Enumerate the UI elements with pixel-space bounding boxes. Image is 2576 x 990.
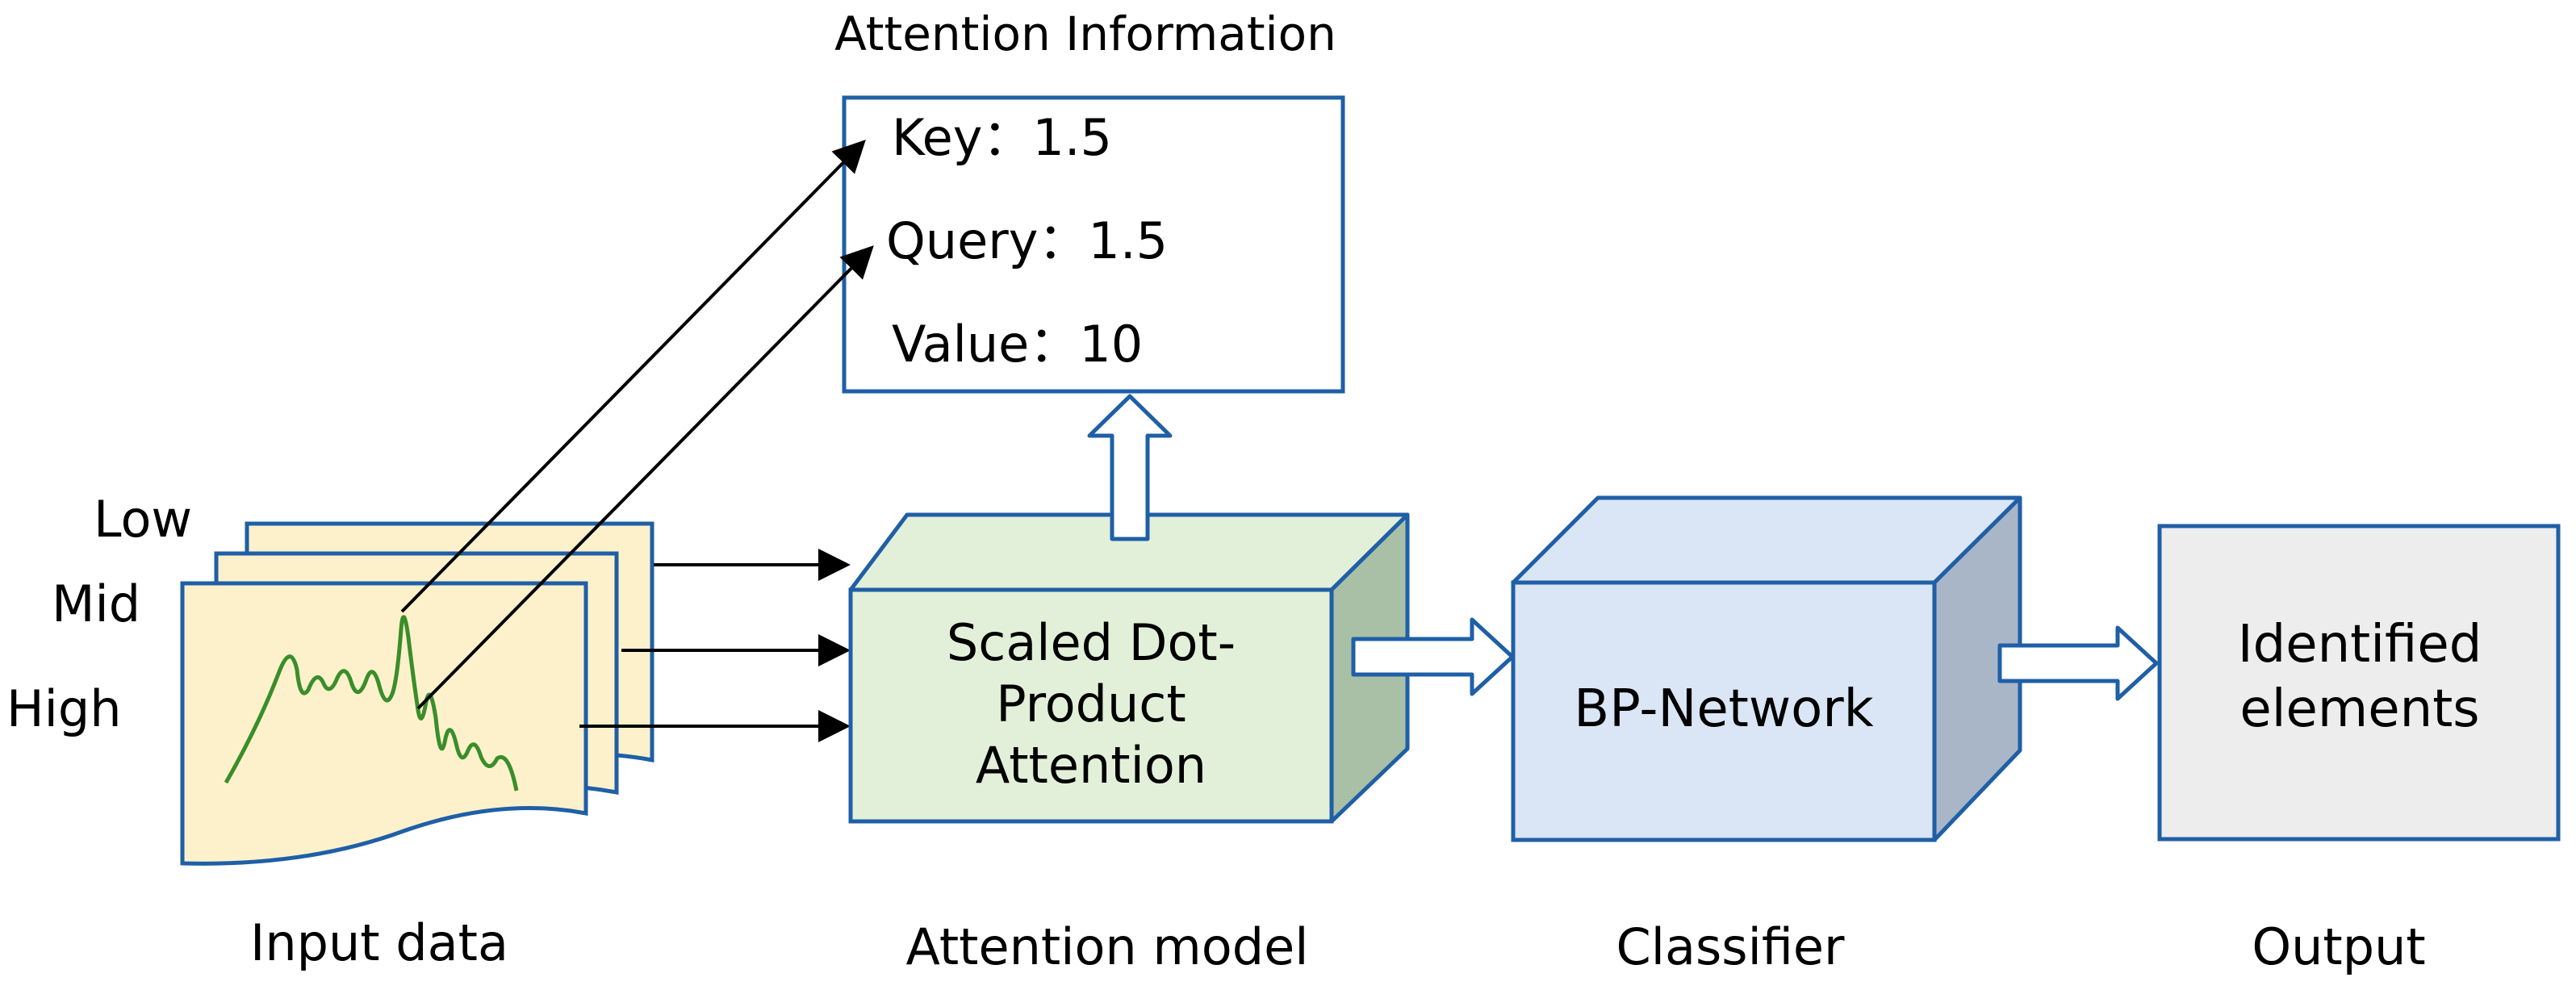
- attention-model-line-1: Scaled Dot-: [947, 613, 1236, 672]
- output-box: [2157, 524, 2561, 842]
- attention-model-line-3: Attention: [976, 736, 1206, 795]
- output-caption: Output: [2252, 917, 2425, 976]
- arrow-signal-to-query: [416, 245, 874, 710]
- classifier-block: [1511, 495, 2022, 842]
- input-signal-waveform: [224, 615, 519, 792]
- key-text: Key：1.5: [892, 108, 1112, 167]
- input-sheet-high: [180, 581, 588, 866]
- block-arrow-attention-to-classifier: [1351, 617, 1515, 696]
- classifier-label: BP-Network: [1574, 679, 1873, 739]
- attention-model-caption: Attention model: [906, 917, 1309, 976]
- level-high-label: High: [6, 679, 122, 738]
- value-text: Value：10: [892, 315, 1143, 374]
- output-line-1: Identified: [2238, 615, 2482, 675]
- input-data-stack: [180, 521, 654, 866]
- output-line-2: elements: [2239, 679, 2479, 739]
- arrow-signal-to-key: [400, 140, 866, 613]
- input-caption: Input data: [250, 913, 508, 972]
- query-text: Query：1.5: [886, 211, 1168, 270]
- block-arrow-classifier-to-output: [1997, 625, 2159, 701]
- classifier-block-front: [1511, 580, 1937, 842]
- level-low-label: Low: [94, 490, 192, 549]
- attention-model-line-2: Product: [996, 675, 1186, 733]
- attention-model-block: [848, 512, 1410, 824]
- block-arrow-up: [1087, 394, 1173, 541]
- level-mid-label: Mid: [52, 574, 140, 633]
- attention-block-front: [848, 587, 1334, 824]
- attention-info-box: [842, 95, 1345, 394]
- attention-info-title: Attention Information: [834, 6, 1336, 61]
- classifier-caption: Classifier: [1616, 917, 1845, 976]
- classifier-block-top: [1511, 495, 2022, 585]
